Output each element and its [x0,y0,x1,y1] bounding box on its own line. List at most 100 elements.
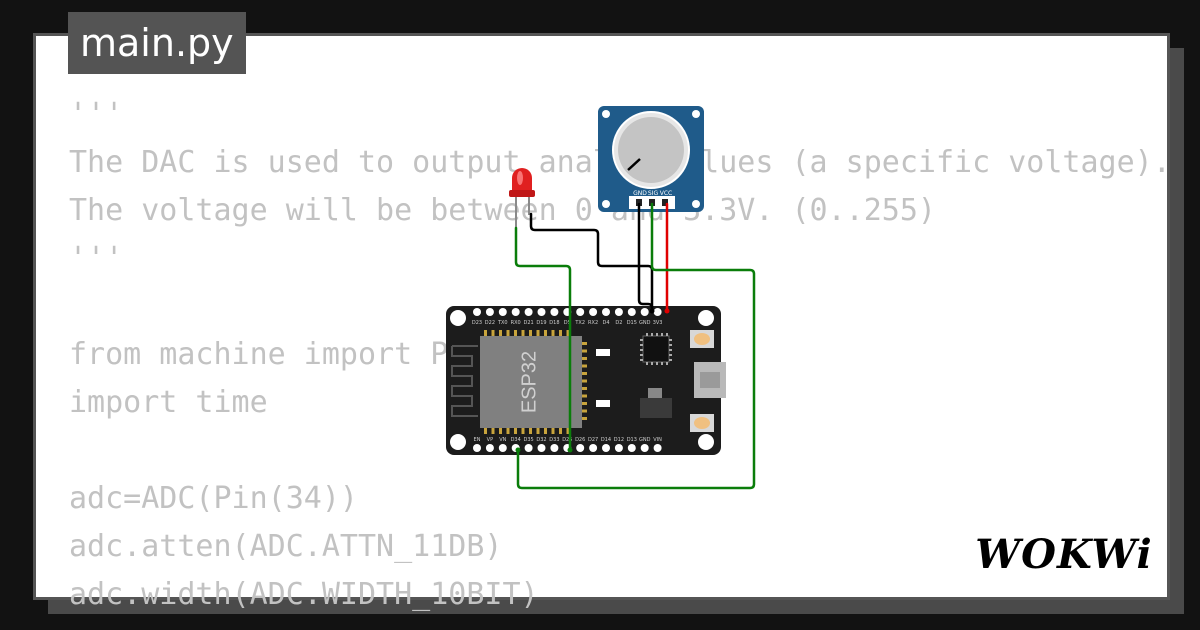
module-pad [582,357,587,360]
board-pin-top[interactable] [627,308,636,316]
board-pin-top[interactable] [498,308,507,316]
board-pin-bottom[interactable] [576,444,585,452]
module-pad [566,428,570,434]
board-pin-bottom[interactable] [589,444,598,452]
chip-leg [640,354,643,356]
antenna-trace-icon [451,345,478,417]
pin-label: TX2 [574,320,585,326]
voltage-regulator [640,398,672,418]
reset-button[interactable] [690,414,714,432]
code-line: adc.atten(ADC.ATTN_11DB) [69,529,503,564]
board-pin-top[interactable] [640,308,649,316]
board-pin-bottom[interactable] [614,444,623,452]
code-line: ''' [69,241,124,276]
module-pad [582,372,587,375]
pin-label: D27 [588,437,598,443]
pin-label: D18 [549,320,559,326]
module-pad [544,330,547,336]
pin-label: D12 [614,437,624,443]
board-pin-top[interactable] [653,308,662,316]
module-pad [521,428,525,434]
pot-pin-vcc[interactable] [662,199,668,206]
board-pin-bottom[interactable] [524,444,533,452]
module-pad [514,428,517,434]
boot-button[interactable] [690,330,714,348]
wire-led-gnd[interactable] [529,212,654,313]
code-line: ''' [69,97,124,132]
module-pad [559,428,562,434]
chip-leg [640,359,643,361]
pin-label: D13 [627,437,637,443]
board-pin-bottom[interactable] [485,444,494,452]
module-pad [582,349,587,353]
regulator-tab [648,388,662,398]
bottom-pin-header [473,444,662,452]
board-pin-top[interactable] [485,308,494,316]
board-pin-top[interactable] [614,308,623,316]
file-tab[interactable]: main.py [68,12,246,74]
pin-label: VIN [653,437,662,443]
pin-label: D21 [523,320,533,326]
module-pad [536,428,540,434]
mounting-hole [450,434,466,450]
wire-endpoint [515,447,521,453]
module-pad [582,364,587,368]
pin-label: TX0 [497,320,508,326]
board-pin-bottom[interactable] [550,444,559,452]
pot-pin-label-gnd: GND [633,190,647,197]
chip-leg [669,339,672,341]
chip-leg [669,359,672,361]
board-pin-top[interactable] [589,308,598,316]
pin-label: VP [487,437,493,443]
board-pin-top[interactable] [473,308,481,316]
module-pad [582,342,587,345]
module-pad [529,330,532,336]
pot-pin-label-sig: SIG [648,190,659,197]
mounting-hole [698,310,714,326]
chip-leg [669,349,672,351]
pin-label: D2 [615,320,622,326]
chip-label: ESP32 [518,351,540,413]
wire-pot-signal[interactable] [516,202,756,490]
pot-pin-sig[interactable] [649,199,655,206]
module-pad [506,428,510,434]
board-pin-bottom[interactable] [640,444,649,452]
wire-endpoint [664,308,670,314]
pin-label: 3V3 [653,320,663,326]
pin-label: D4 [602,320,609,326]
board-pin-bottom[interactable] [627,444,636,452]
mounting-hole [692,200,700,208]
code-line: adc.width(ADC.WIDTH_10BIT) [69,577,539,612]
pin-label: D35 [523,437,533,443]
board-pin-top[interactable] [524,308,533,316]
pin-label: D14 [601,437,611,443]
board-pin-bottom[interactable] [498,444,507,452]
board-pin-bottom[interactable] [537,444,546,452]
board-pin-bottom[interactable] [602,444,610,452]
board-pin-top[interactable] [537,308,546,316]
module-pad [582,409,587,413]
wire-led-green[interactable] [514,226,572,452]
pin-label: D25 [562,437,572,443]
module-pad [551,330,555,336]
board-pin-top[interactable] [576,308,585,316]
board-pin-bottom[interactable] [653,444,662,452]
module-pad [566,330,570,336]
board-pin-bottom[interactable] [473,444,481,452]
pot-pin-gnd[interactable] [636,199,642,206]
pin-label: D33 [549,437,559,443]
pin-label: D23 [472,320,482,326]
module-pad [521,330,525,336]
wire-pot-gnd[interactable] [637,202,654,313]
pin-label: D32 [536,437,546,443]
board-pin-top[interactable] [602,308,610,316]
module-pads [484,330,587,434]
potentiometer[interactable]: GND SIG VCC [598,106,704,212]
knob-face [618,117,684,183]
board-pin-top[interactable] [550,308,559,316]
smd-resistor [596,349,610,356]
pin-label: EN [474,437,481,443]
board-pin-top[interactable] [511,308,520,316]
wokwi-logo[interactable]: WOKWi [975,526,1152,578]
